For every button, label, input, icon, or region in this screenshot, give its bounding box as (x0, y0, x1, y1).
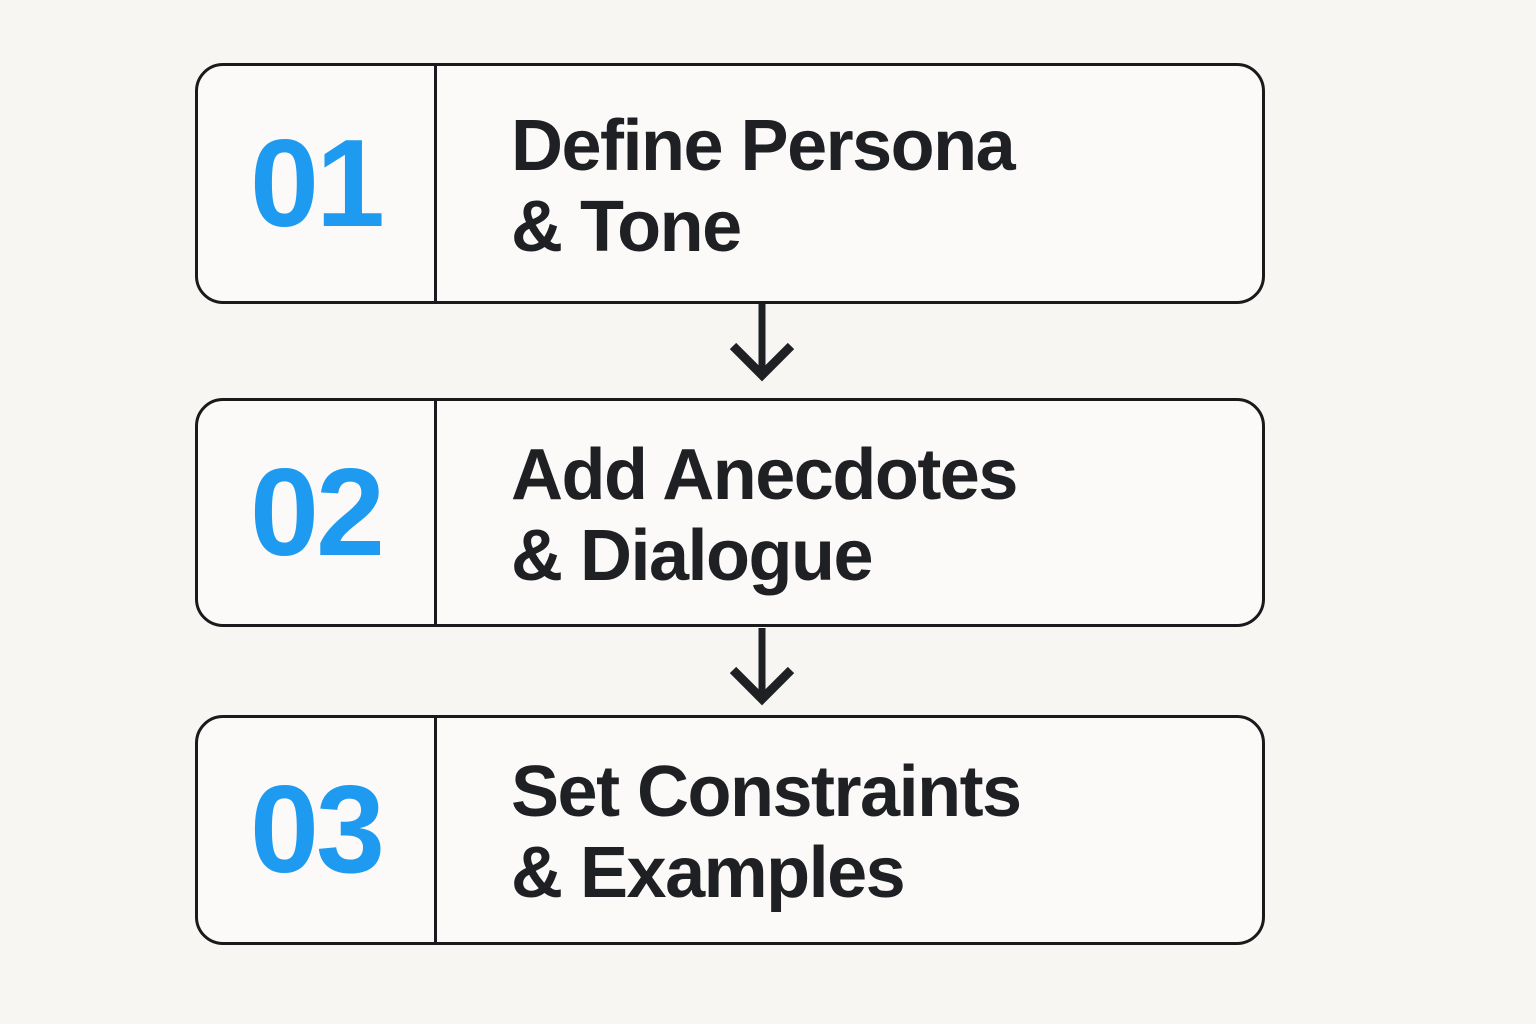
step-3-title-line-1: Set Constraints (511, 752, 1022, 833)
step-1-title-line-2: & Tone (511, 186, 742, 267)
step-2-title-line-1: Add Anecdotes (511, 434, 1018, 515)
step-2-title: Add Anecdotes & Dialogue (437, 401, 1262, 624)
step-1-title-line-1: Define Persona (511, 105, 1016, 186)
step-3-title: Set Constraints & Examples (437, 718, 1262, 942)
step-box-1: 01 Define Persona & Tone (195, 63, 1265, 304)
step-box-3: 03 Set Constraints & Examples (195, 715, 1265, 945)
step-box-2: 02 Add Anecdotes & Dialogue (195, 398, 1265, 627)
step-2-number: 02 (250, 443, 385, 582)
step-3-number: 03 (250, 761, 385, 899)
arrow-down-icon (724, 304, 800, 384)
step-2-title-line-2: & Dialogue (511, 515, 874, 596)
step-1-number-cell: 01 (198, 66, 437, 301)
step-1-number: 01 (250, 114, 385, 253)
step-2-number-cell: 02 (198, 401, 437, 624)
arrow-down-icon (724, 628, 800, 708)
step-3-title-line-2: & Examples (511, 833, 906, 913)
step-1-title: Define Persona & Tone (437, 66, 1262, 301)
step-3-number-cell: 03 (198, 718, 437, 942)
